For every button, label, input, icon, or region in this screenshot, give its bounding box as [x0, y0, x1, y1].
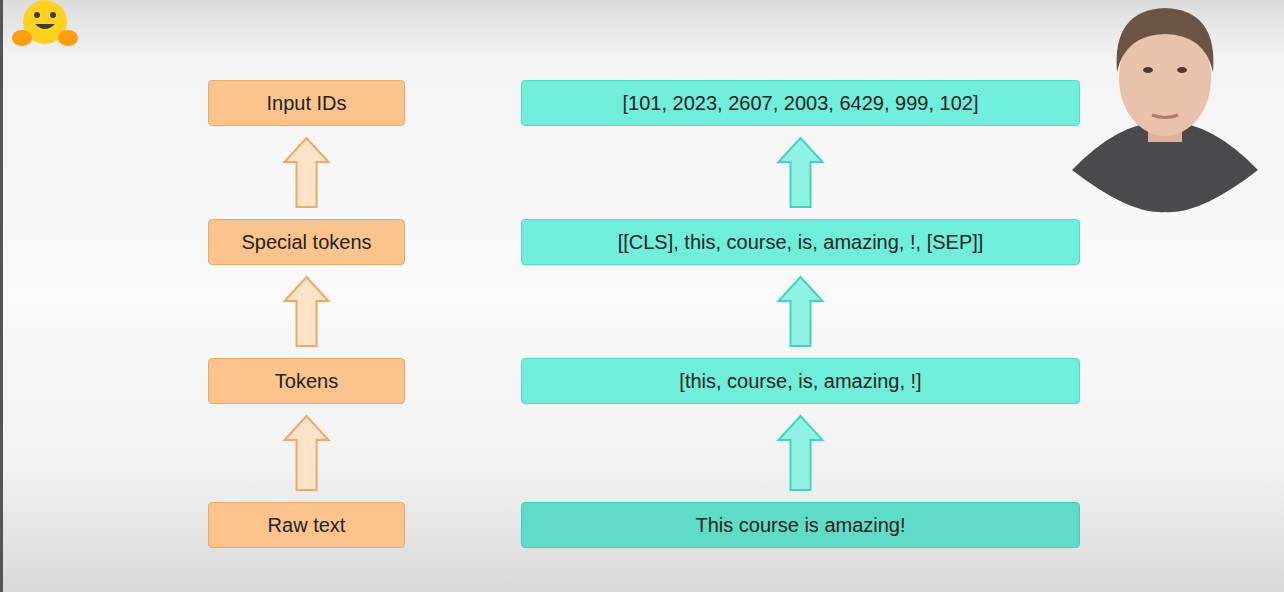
block-arrow: [285, 416, 329, 490]
box-text: This course is amazing!: [695, 513, 905, 537]
presenter-hair: [1117, 8, 1214, 72]
emoji-hand: [12, 30, 32, 46]
block-arrow: [779, 416, 823, 490]
step-label-box: Special tokens: [208, 219, 405, 265]
box-text: Tokens: [275, 369, 338, 393]
left-edge: [0, 0, 3, 592]
block-arrow: [285, 277, 329, 346]
box-text: Raw text: [268, 513, 346, 537]
example-box: [this, course, is, amazing, !]: [521, 358, 1080, 404]
box-text: [this, course, is, amazing, !]: [679, 369, 921, 393]
block-arrow: [779, 138, 823, 207]
hugging-face-emoji: [12, 0, 78, 46]
presenter-portrait: [1072, 8, 1258, 212]
step-label-box: Raw text: [208, 502, 405, 548]
example-box: This course is amazing!: [521, 502, 1080, 548]
presenter-eye: [1143, 67, 1153, 73]
presenter-mouth: [1152, 115, 1178, 118]
step-label-box: Tokens: [208, 358, 405, 404]
block-arrow: [779, 277, 823, 346]
presenter-eye: [1177, 67, 1187, 73]
emoji-mouth: [35, 24, 55, 29]
emoji-eye: [50, 12, 56, 18]
example-box: [[CLS], this, course, is, amazing, !, [S…: [521, 219, 1080, 265]
box-text: Special tokens: [241, 230, 371, 254]
example-box: [101, 2023, 2607, 2003, 6429, 999, 102]: [521, 80, 1080, 126]
box-text: [101, 2023, 2607, 2003, 6429, 999, 102]: [623, 91, 979, 115]
box-text: [[CLS], this, course, is, amazing, !, [S…: [618, 230, 984, 254]
box-text: Input IDs: [266, 91, 346, 115]
block-arrow: [285, 138, 329, 207]
step-label-box: Input IDs: [208, 80, 405, 126]
emoji-eye: [34, 12, 40, 18]
emoji-hand: [58, 30, 78, 46]
